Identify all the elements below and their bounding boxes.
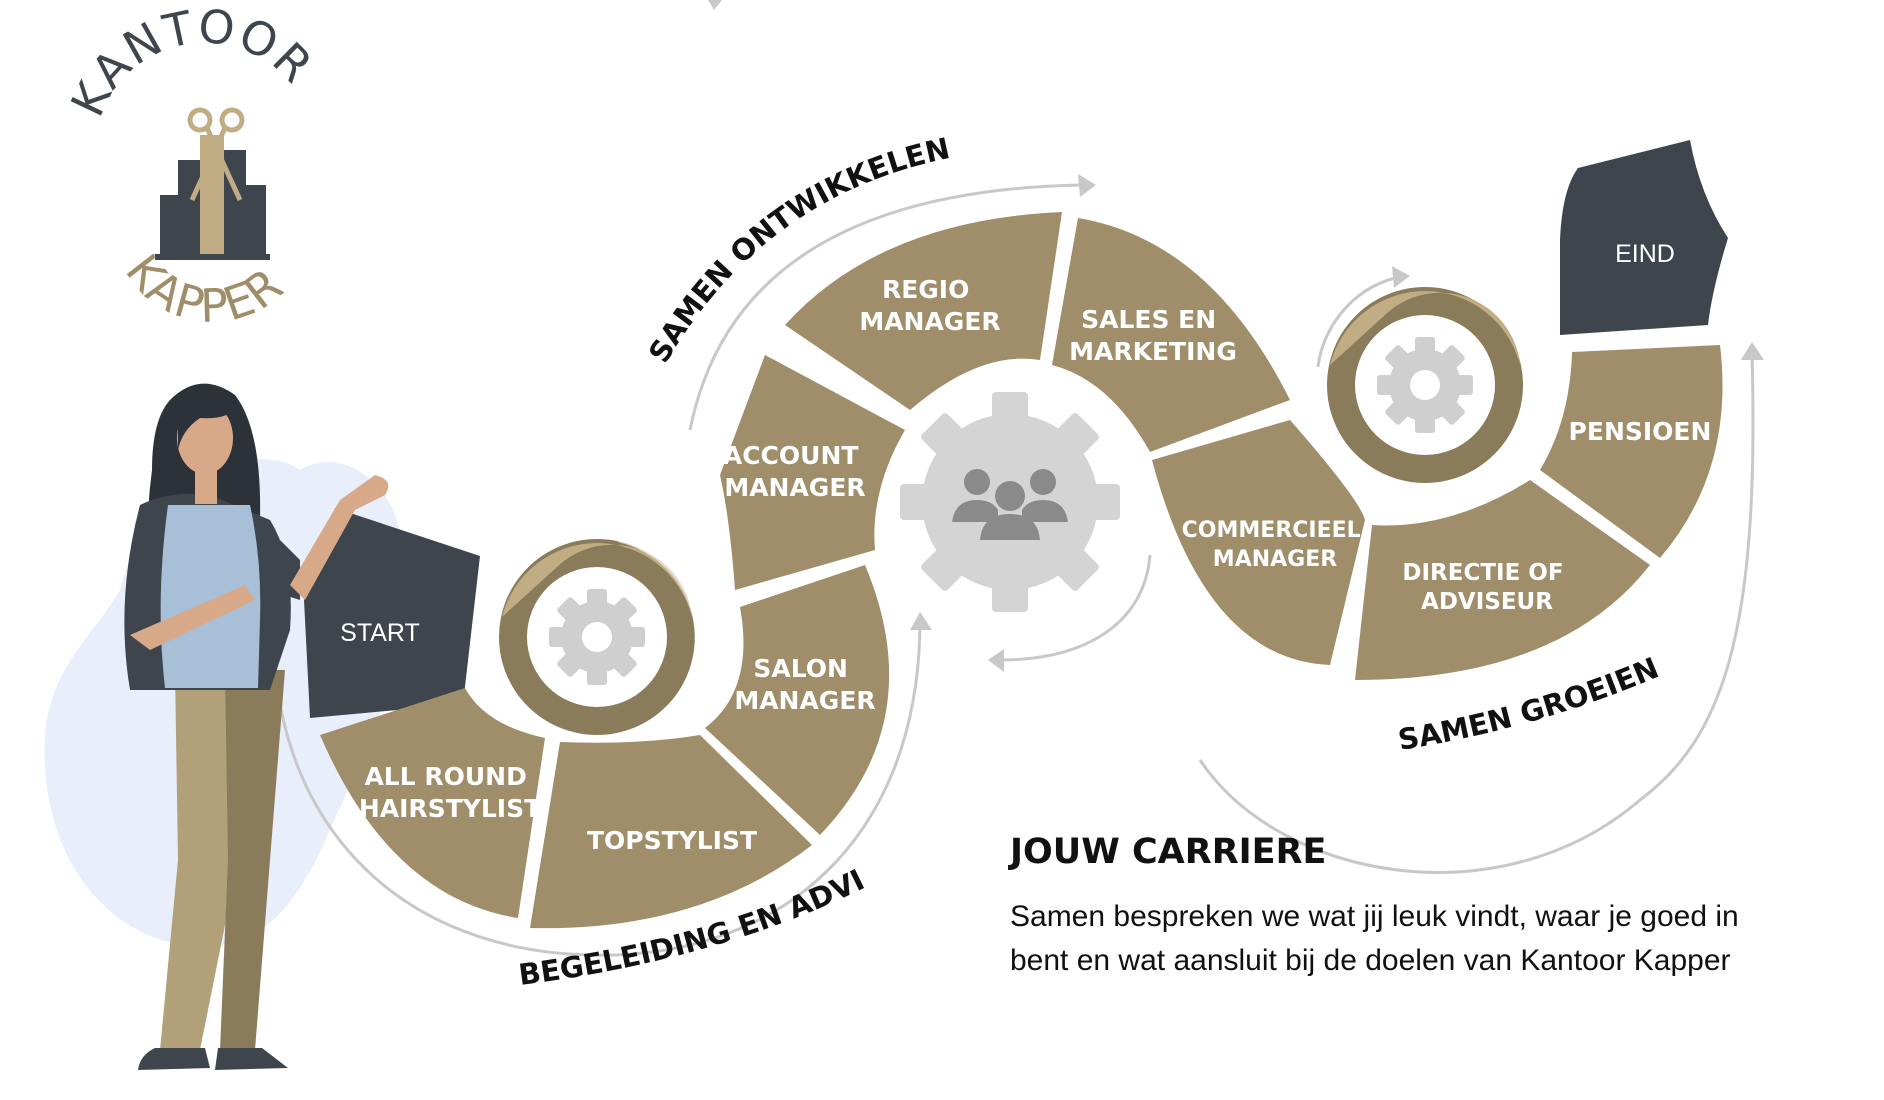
segment-label-commerciel-manager: COMMERCIEEL MANAGER bbox=[1182, 518, 1369, 572]
segment-label-all-round-hairstylist: ALL ROUND HAIRSTYLIST bbox=[359, 762, 541, 823]
path-segments bbox=[320, 212, 1723, 929]
person-illustration bbox=[124, 383, 389, 1070]
segment-regio-manager bbox=[785, 212, 1062, 410]
segment-label-sales-en-marketing: SALES EN MARKETING bbox=[1069, 305, 1237, 366]
end-block bbox=[1560, 140, 1728, 335]
segment-label-directie-of-adviseur: DIRECTIE OF ADVISEUR bbox=[1402, 560, 1571, 615]
gear-icon bbox=[549, 589, 645, 685]
gear-icon bbox=[1377, 337, 1473, 433]
segment-commerciel-manager bbox=[1152, 420, 1365, 665]
left-swirl-gear bbox=[499, 539, 726, 735]
end-label: EIND bbox=[1615, 240, 1675, 268]
segment-labels: ALL ROUND HAIRSTYLIST TOPSTYLIST SALON M… bbox=[359, 275, 1712, 855]
people-icon bbox=[952, 469, 1068, 540]
segment-all-round-hairstylist bbox=[320, 688, 545, 918]
segment-label-regio-manager: REGIO MANAGER bbox=[859, 275, 1000, 336]
segment-directie-of-adviseur bbox=[1355, 480, 1650, 680]
segment-label-pensioen: PENSIOEN bbox=[1569, 417, 1712, 446]
guide-arcs bbox=[272, 183, 1755, 957]
kantoor-kapper-logo: KANTOOR KAPPER bbox=[60, 0, 324, 333]
career-description: Samen bespreken we wat jij leuk vindt, w… bbox=[1010, 900, 1739, 977]
segment-label-salon-manager: SALON MANAGER bbox=[734, 654, 875, 715]
segment-sales-en-marketing bbox=[1052, 218, 1290, 452]
career-title: JOUW CARRIERE bbox=[1010, 832, 1327, 872]
segment-account-manager bbox=[720, 355, 905, 590]
start-block bbox=[304, 508, 480, 718]
segment-pensioen bbox=[1540, 345, 1723, 558]
right-swirl-gear bbox=[1327, 287, 1523, 483]
scissors-icon bbox=[187, 107, 245, 202]
segment-salon-manager bbox=[705, 565, 890, 835]
start-label: START bbox=[340, 619, 420, 647]
segment-topstylist bbox=[530, 735, 812, 929]
team-gear bbox=[900, 392, 1120, 612]
segment-label-topstylist: TOPSTYLIST bbox=[587, 826, 757, 855]
arrow-heads bbox=[708, 0, 1764, 672]
segment-label-account-manager: ACCOUNT MANAGER bbox=[723, 441, 867, 502]
logo-top-text: KANTOOR bbox=[60, 0, 324, 124]
